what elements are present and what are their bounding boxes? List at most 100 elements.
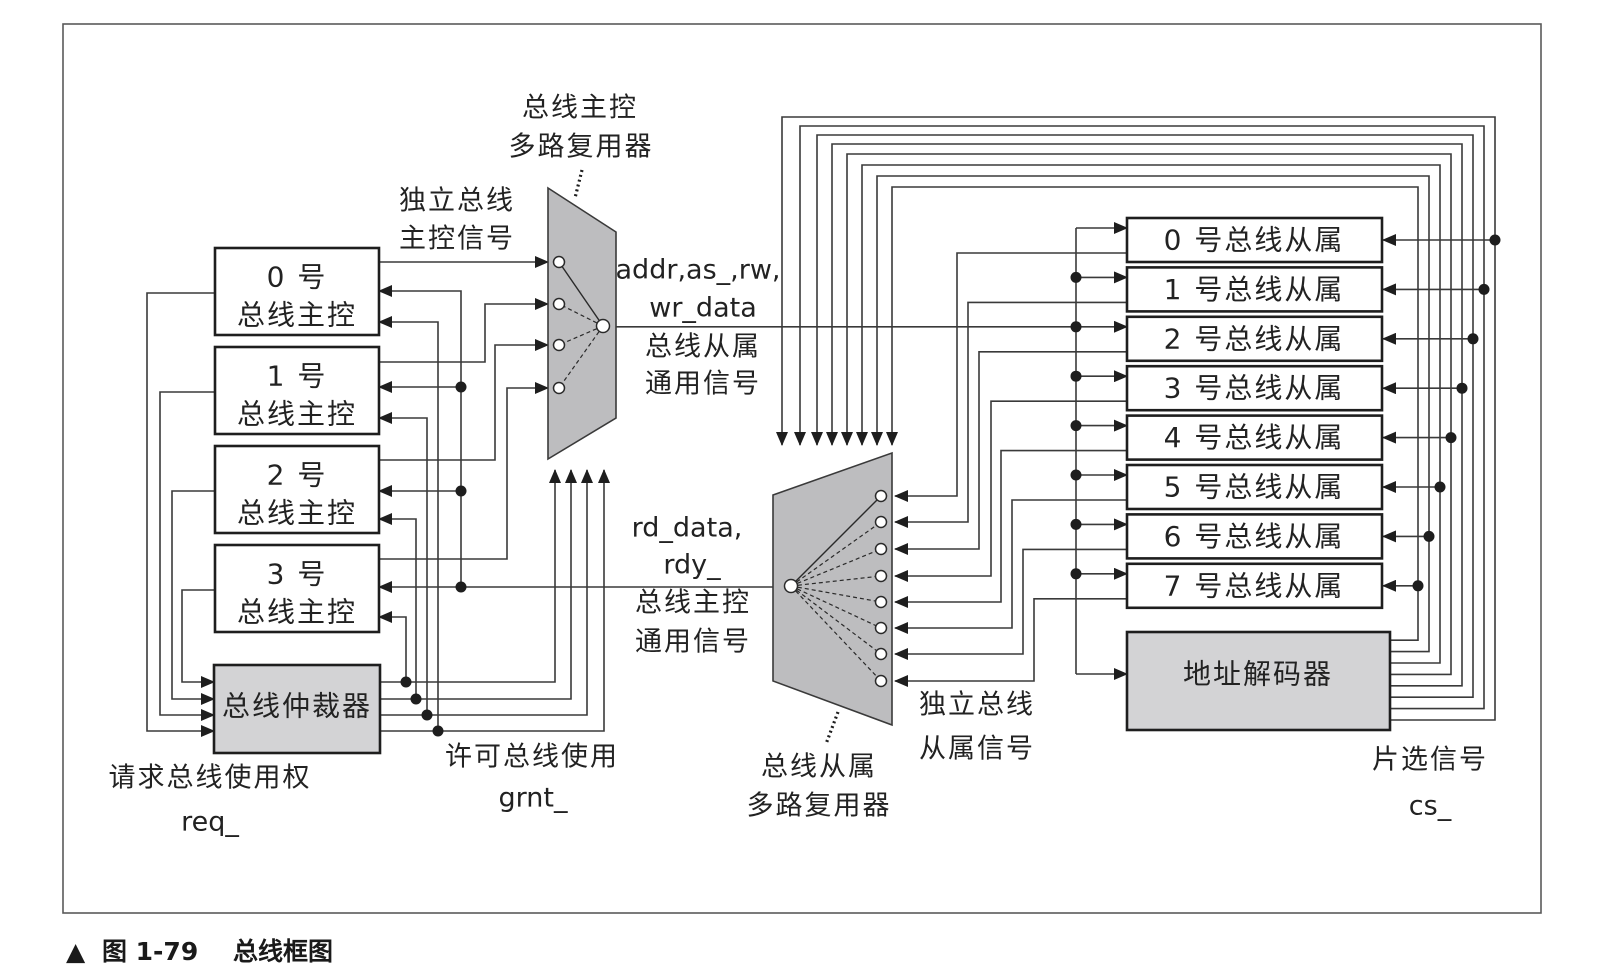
slave-box	[1125, 315, 1384, 363]
slave-3: 3 号总线从属	[1125, 364, 1384, 412]
req-wire-master-0	[146, 292, 215, 737]
arbiter-label: 总线仲裁器	[222, 690, 372, 723]
slave-label: 5 号总线从属	[1164, 471, 1345, 504]
master-label: 总线主控	[237, 596, 357, 629]
slave-box	[1125, 463, 1384, 511]
slave-common-signal-names-2: wr_data	[649, 293, 757, 324]
slave-mux-unselected-path	[790, 575, 882, 587]
slave-mux-label-line2: 多路复用器	[747, 791, 892, 822]
slave-0-signal-wire	[894, 252, 1127, 502]
cs-wire-slave-2	[811, 134, 1474, 699]
cs-wire-slave-7	[886, 186, 1419, 642]
master-mux-label-pointer	[573, 169, 584, 199]
master-box	[213, 345, 381, 436]
grant-to-mux-wire-2	[380, 469, 577, 700]
decoder-label: 地址解码器	[1183, 658, 1333, 691]
master-0: 0 号 总线主控	[213, 246, 381, 337]
master-2: 2 号 总线主控	[213, 444, 381, 535]
slave-independent-label-line2: 从属信号	[919, 734, 1035, 765]
req-wire-master-2	[171, 490, 215, 705]
cs-junction-dot	[1467, 333, 1479, 345]
master-common-junction-dot	[455, 485, 467, 497]
slave-mux-selected-path	[790, 495, 882, 587]
slave-0: 0 号总线从属	[1125, 216, 1384, 264]
cs-junction-dot	[1412, 580, 1424, 592]
caption-figure-number: 图 1-79	[102, 937, 198, 966]
slave-3-signal-wire	[894, 400, 1127, 582]
request-signal-name: req_	[181, 807, 239, 838]
slave-mux-unselected-path	[790, 548, 882, 587]
slave-mux-input-port	[874, 569, 888, 583]
slave-common-junction-dot	[1070, 271, 1082, 283]
cs-junction-dot	[1489, 234, 1501, 246]
slave-7: 7 号总线从属	[1125, 562, 1384, 610]
figure-frame	[62, 23, 1542, 914]
slave-common-junction-dot	[1070, 469, 1082, 481]
slave-common-junction-dot	[1070, 568, 1082, 580]
slave-label: 3 号总线从属	[1164, 372, 1345, 405]
master-label: 总线主控	[237, 299, 357, 332]
decoder-box	[1125, 630, 1392, 732]
slave-common-label-line1: 总线从属	[645, 332, 761, 363]
slave-mux-unselected-path	[790, 585, 882, 655]
cs-wire-slave-5	[856, 164, 1441, 664]
grant-signal-name: grnt_	[499, 783, 568, 814]
slave-common-signal-names-1: addr,as_,rw,	[616, 255, 781, 286]
cs-junction-dot	[1456, 382, 1468, 394]
slave-mux-unselected-path	[790, 585, 882, 629]
req-wire-master-1	[159, 391, 215, 721]
address-decoder: 地址解码器	[1125, 630, 1392, 732]
req-wire-master-3	[181, 589, 215, 688]
grant-wire-master-1	[378, 412, 428, 715]
master-mux-output-port	[595, 318, 611, 334]
slave-mux-unselected-path	[790, 585, 882, 603]
chip-select-label: 片选信号	[1372, 745, 1488, 776]
slave-mux-input-port	[874, 515, 888, 529]
slave-independent-label-line1: 独立总线	[919, 690, 1035, 721]
slave-box	[1125, 562, 1384, 610]
cs-wire-slave-3	[826, 143, 1463, 687]
slave-common-junction-dot	[1070, 518, 1082, 530]
slave-common-junction-dot	[1070, 370, 1082, 382]
slave-5-signal-wire	[894, 499, 1127, 634]
slave-mux-body	[772, 451, 893, 727]
slave-2-signal-wire	[894, 350, 1127, 555]
master-mux-input-port	[552, 338, 566, 352]
slave-mux-label-pointer	[824, 711, 840, 745]
master-box	[213, 543, 381, 634]
master-multiplexer	[547, 186, 617, 461]
cs-wire-slave-6	[871, 175, 1430, 653]
slave-5: 5 号总线从属	[1125, 463, 1384, 511]
slave-6: 6 号总线从属	[1125, 513, 1384, 560]
slave-mux-unselected-path	[790, 521, 882, 587]
master-common-signal-names-2: rdy_	[663, 550, 721, 581]
grant-to-mux-wire-3	[380, 469, 561, 683]
slave-mux-unselected-path	[790, 585, 882, 682]
master-mux-input-port	[552, 381, 566, 395]
slave-mux-input-port	[874, 621, 888, 635]
figure-caption: ▲ 图 1-79 总线框图	[66, 937, 333, 966]
grant-junction-dot	[421, 709, 433, 721]
master-independent-label-line2: 主控信号	[399, 224, 515, 255]
master-common-label-line1: 总线主控	[635, 588, 751, 619]
slave-mux-input-port	[874, 489, 888, 503]
slave-2: 2 号总线从属	[1125, 315, 1384, 363]
slave-1-signal-wire	[894, 301, 1127, 528]
slave-common-junction-dot	[1070, 321, 1082, 333]
cs-junction-dot	[1423, 530, 1435, 542]
cs-wire-slave-0	[776, 116, 1496, 721]
master-number: 1 号	[267, 360, 328, 393]
grant-wire-master-0	[378, 316, 439, 731]
caption-marker-icon: ▲	[66, 937, 86, 966]
slave-mux-label-line1: 总线从属	[761, 752, 877, 783]
slave-6-signal-wire	[894, 548, 1127, 660]
slave-multiplexer	[772, 451, 893, 727]
slave-label: 1 号总线从属	[1164, 273, 1345, 306]
master-3-signal-wire	[379, 382, 549, 560]
slave-label: 4 号总线从属	[1164, 421, 1345, 454]
cs-wire-slave-1	[794, 125, 1485, 710]
master-independent-label-line1: 独立总线	[399, 186, 515, 217]
master-mux-unselected-path	[558, 325, 604, 389]
master-label: 总线主控	[237, 398, 357, 431]
